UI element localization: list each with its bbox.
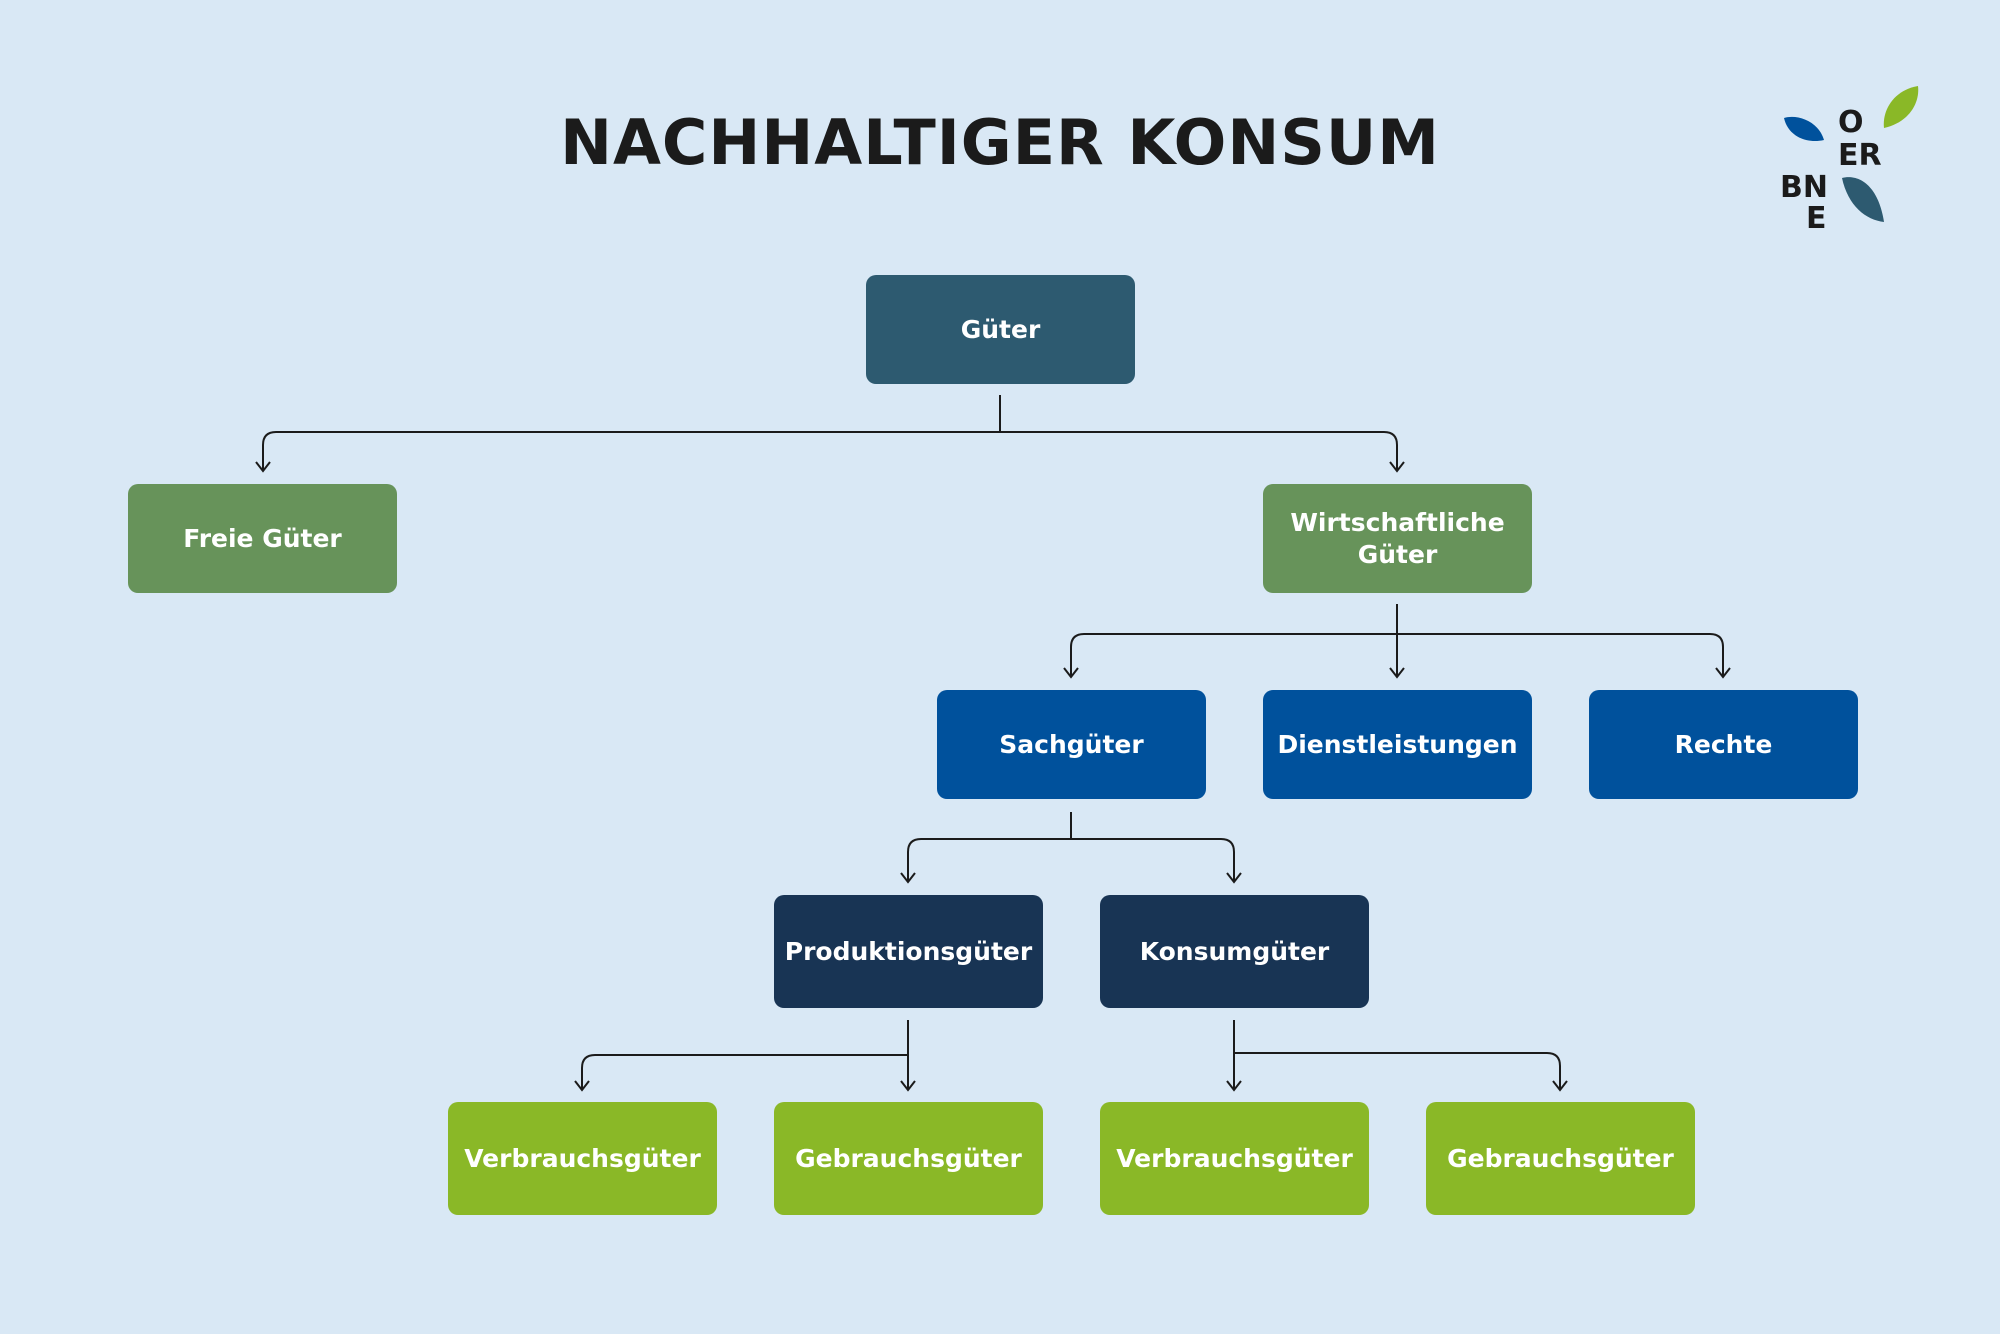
- node-produktionsgueter: Produktionsgüter: [774, 895, 1043, 1008]
- node-verbrauchsgueter-2: Verbrauchsgüter: [1100, 1102, 1369, 1215]
- green-leaf-icon: [1883, 86, 1919, 128]
- logo-letters-bn: BN: [1780, 170, 1828, 205]
- node-konsumgueter: Konsumgüter: [1100, 895, 1369, 1008]
- node-rechte: Rechte: [1589, 690, 1858, 799]
- connector-to-produktionsgueter: [900, 838, 1071, 884]
- connector-to-konsumgueter: [1071, 838, 1242, 884]
- oer-bne-logo: O ER BN E: [1780, 86, 1919, 236]
- logo-letters-er: ER: [1838, 138, 1882, 173]
- teal-leaf-icon: [1842, 177, 1884, 222]
- connector-to-wirtschaftliche-gueter: [1000, 431, 1405, 473]
- connector-to-verbrauchsgueter-1: [574, 1054, 908, 1092]
- node-dienstleistungen: Dienstleistungen: [1263, 690, 1532, 799]
- node-wirtschaftliche-gueter: Wirtschaftliche Güter: [1263, 484, 1532, 593]
- node-verbrauchsgueter-1: Verbrauchsgüter: [448, 1102, 717, 1215]
- diagram-title: NACHHALTIGER KONSUM: [560, 106, 1440, 179]
- connector-to-gebrauchsgueter-2: [1234, 1052, 1568, 1092]
- logo-letters-o: O: [1838, 105, 1864, 140]
- blue-leaf-icon: [1784, 116, 1824, 142]
- connector-to-rechte: [1397, 633, 1731, 679]
- connector-to-sachgueter: [1063, 633, 1397, 679]
- node-sachgueter: Sachgüter: [937, 690, 1206, 799]
- connector-to-freie-gueter: [255, 431, 1000, 473]
- node-gueter: Güter: [866, 275, 1135, 384]
- node-gebrauchsgueter-1: Gebrauchsgüter: [774, 1102, 1043, 1215]
- node-freie-gueter: Freie Güter: [128, 484, 397, 593]
- logo-letters-e: E: [1806, 201, 1827, 236]
- node-gebrauchsgueter-2: Gebrauchsgüter: [1426, 1102, 1695, 1215]
